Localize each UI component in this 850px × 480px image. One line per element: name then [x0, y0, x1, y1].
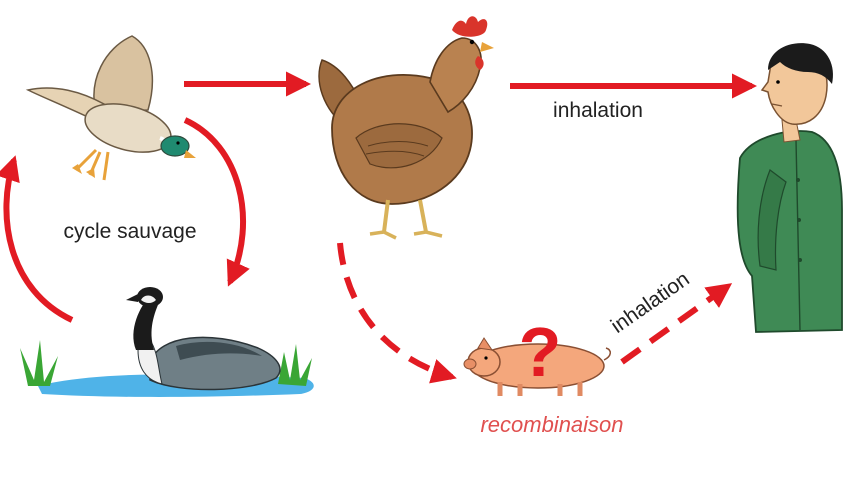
label-inhalation-diagonal: inhalation: [607, 267, 694, 337]
arrow-duck-to-goose: [183, 117, 250, 287]
label-recombinaison: recombinaison: [480, 412, 623, 437]
arrow-hen-to-pig-dashed: [337, 242, 457, 384]
label-inhalation-top: inhalation: [553, 99, 643, 122]
arrow-goose-to-duck: [0, 155, 74, 323]
arrow-pig-to-person-dashed: [620, 283, 733, 365]
pig-icon: [463, 337, 611, 396]
label-cycle-sauvage: cycle sauvage: [63, 220, 196, 243]
duck-icon: [25, 35, 196, 181]
person-icon: [736, 43, 843, 333]
goose-icon: [20, 287, 314, 397]
question-mark: ?: [519, 313, 562, 391]
hen-icon: [318, 16, 494, 240]
